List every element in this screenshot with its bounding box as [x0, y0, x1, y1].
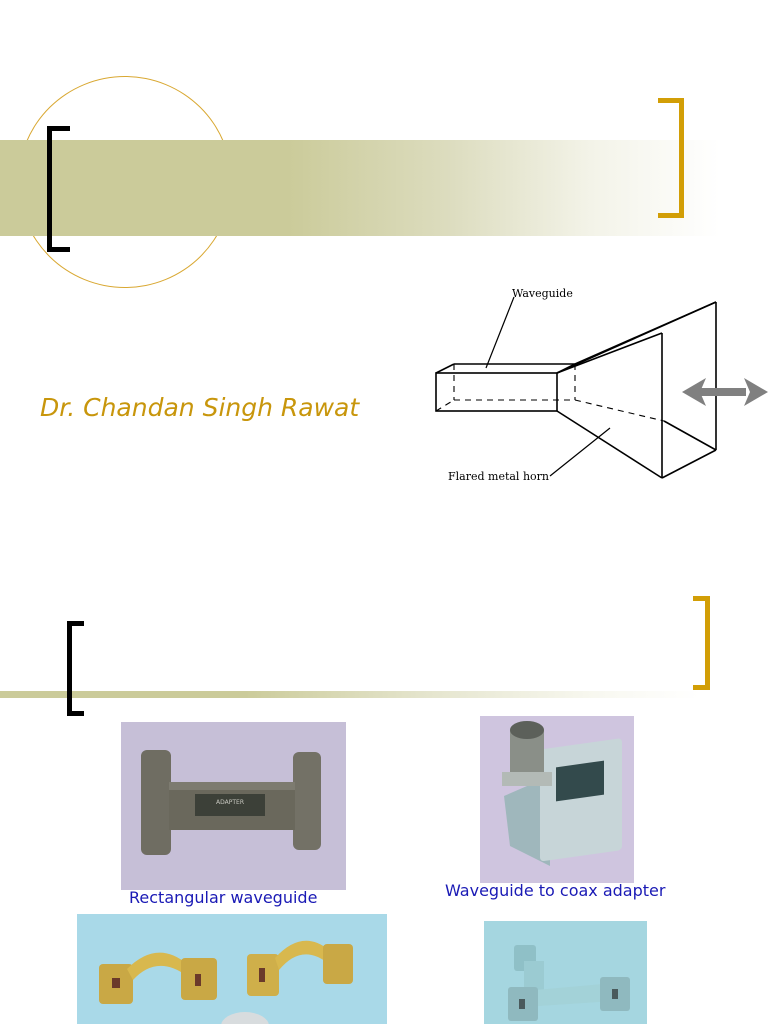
label-waveguide: Waveguide [512, 287, 573, 300]
photo-rectangular-waveguide: ADAPTER [121, 722, 346, 890]
author-name: Dr. Chandan Singh Rawat [40, 393, 360, 422]
label-flared-horn: Flared metal horn [448, 470, 549, 483]
photos-slide: ADAPTER Rectangular waveguide Waveguide … [0, 560, 768, 1024]
double-arrow-icon [682, 378, 768, 406]
caption-waveguide-coax-adapter: Waveguide to coax adapter [445, 881, 666, 900]
left-bracket [67, 621, 84, 716]
title-band [0, 140, 720, 236]
photo-waveguide-bends [77, 914, 387, 1024]
title-underline-band [0, 691, 700, 698]
svg-text:ADAPTER: ADAPTER [216, 799, 244, 806]
caption-rectangular-waveguide: Rectangular waveguide [129, 888, 318, 907]
horn-antenna-diagram: Waveguide Flared metal horn [435, 287, 768, 483]
photo-waveguide-tee [484, 921, 647, 1024]
title-slide: Dr. Chandan Singh Rawat [0, 76, 768, 483]
right-bracket [693, 596, 710, 690]
right-bracket [658, 98, 684, 218]
left-bracket [47, 126, 70, 252]
photo-waveguide-coax-adapter [480, 716, 634, 883]
